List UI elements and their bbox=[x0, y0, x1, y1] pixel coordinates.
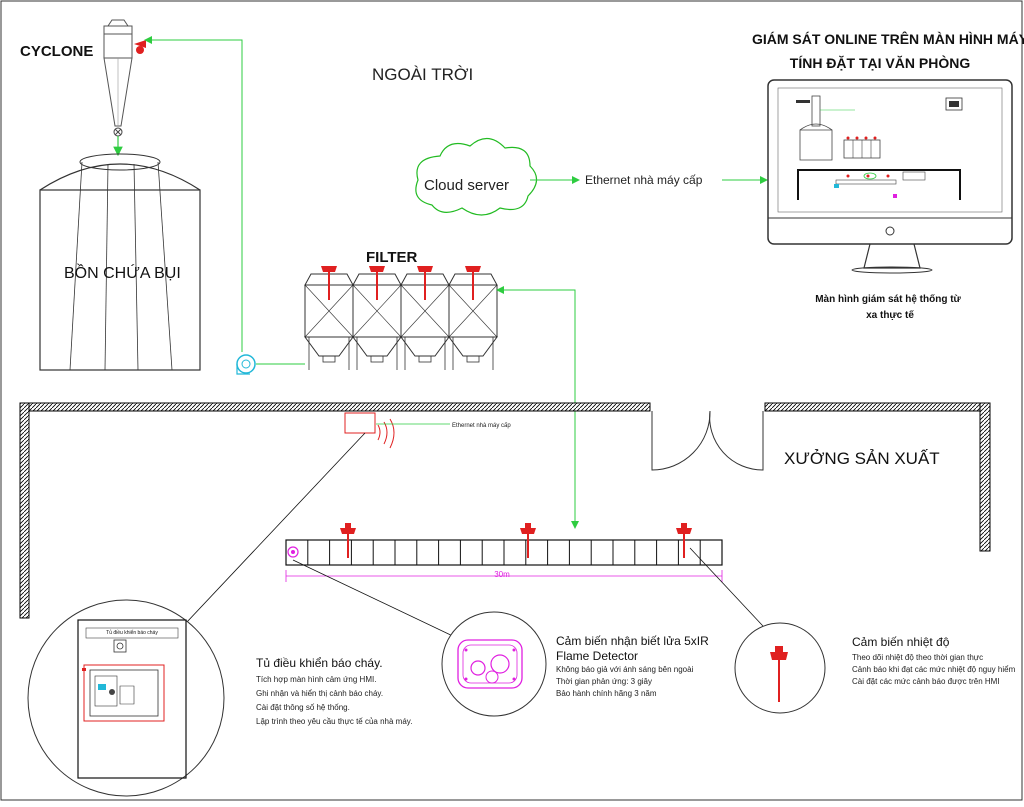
panel-line-4: Lập trình theo yêu cầu thực tế của nhà m… bbox=[256, 717, 412, 726]
conveyor bbox=[285, 523, 723, 566]
panel-title: Tủ điều khiển báo cháy. bbox=[256, 656, 383, 670]
panel-box-header: Tủ điều khiển báo cháy bbox=[106, 629, 158, 636]
temperature-sensor-icon bbox=[465, 266, 481, 300]
flame-title-line2: Flame Detector bbox=[556, 649, 638, 663]
flame-line-2: Thời gian phản ứng: 3 giây bbox=[556, 677, 652, 686]
temperature-sensor-icon bbox=[369, 266, 385, 300]
temperature-sensor-icon bbox=[321, 266, 337, 300]
factory-wall-right bbox=[764, 402, 991, 552]
factory-door bbox=[651, 410, 764, 471]
monitor-caption-line1: Màn hình giám sát hệ thống từ bbox=[815, 293, 961, 305]
temp-detail-circle bbox=[734, 622, 826, 714]
cyclone-label: CYCLONE bbox=[20, 43, 93, 60]
temperature-sensor-icon bbox=[417, 266, 433, 300]
panel-detail-circle bbox=[27, 599, 225, 797]
filter-cell bbox=[448, 266, 498, 370]
workshop-label: XƯỞNG SẢN XUẤT bbox=[784, 449, 940, 468]
monitor-caption-line2: xa thực tế bbox=[866, 309, 914, 321]
filter-cell bbox=[304, 266, 354, 370]
monitor-title-line2: TÍNH ĐẶT TẠI VĂN PHÒNG bbox=[790, 54, 971, 71]
leader-line-panel bbox=[169, 432, 366, 641]
panel-line-1: Tích hợp màn hình cảm ứng HMI. bbox=[256, 675, 376, 684]
monitor-screen-content bbox=[796, 95, 963, 200]
leader-line-temp bbox=[689, 547, 777, 641]
flame-detail-circle bbox=[441, 611, 547, 717]
duct-line-conveyor bbox=[496, 286, 579, 529]
panel-line-3: Cài đặt thông số hệ thống. bbox=[256, 703, 350, 712]
cyclone bbox=[103, 19, 133, 157]
duct-line-cyclone bbox=[144, 36, 243, 352]
flame-title-line1: Cảm biến nhận biết lửa 5xIR bbox=[556, 634, 709, 648]
blower-fan-icon bbox=[236, 354, 256, 375]
ethernet-label: Ethernet nhà máy cấp bbox=[585, 173, 703, 187]
flame-detector-icon bbox=[287, 546, 299, 558]
filter-cell bbox=[400, 266, 450, 370]
temp-title: Cảm biến nhiệt độ bbox=[852, 635, 950, 649]
filter-unit bbox=[304, 266, 498, 370]
ethernet-arrow-2 bbox=[722, 176, 768, 184]
filter-cell bbox=[352, 266, 402, 370]
tank-label: BỒN CHỨA BỤI bbox=[64, 263, 181, 282]
temp-line-2: Cảnh báo khi đạt các mức nhiệt độ nguy h… bbox=[852, 665, 1016, 674]
cyclone-fan-icon bbox=[134, 40, 146, 54]
panel-line-2: Ghi nhận và hiển thị cảnh báo cháy. bbox=[256, 689, 383, 698]
filter-label: FILTER bbox=[366, 249, 418, 266]
dust-tank bbox=[39, 153, 201, 371]
flame-line-3: Bảo hành chính hãng 3 năm bbox=[556, 689, 657, 698]
temperature-sensor-icon bbox=[340, 523, 356, 558]
conveyor-dimension bbox=[285, 570, 723, 582]
cloud-icon bbox=[415, 137, 538, 216]
office-monitor bbox=[767, 79, 1013, 274]
factory-wall-left bbox=[19, 402, 651, 619]
leader-line-flame bbox=[292, 559, 479, 649]
temperature-sensor-icon bbox=[520, 523, 536, 558]
temp-line-1: Theo dõi nhiệt độ theo thời gian thực bbox=[852, 653, 983, 662]
cloud-server-label: Cloud server bbox=[424, 177, 509, 194]
temperature-sensor-icon bbox=[676, 523, 692, 558]
ethernet-arrow-1 bbox=[530, 176, 580, 184]
conveyor-dimension-label: 30m bbox=[494, 570, 510, 579]
temp-line-3: Cài đặt các mức cảnh báo được trên HMI bbox=[852, 677, 1000, 686]
outdoor-label: NGOÀI TRỜI bbox=[372, 65, 473, 84]
monitor-title-line1: GIÁM SÁT ONLINE TRÊN MÀN HÌNH MÁY bbox=[752, 30, 1024, 47]
ethernet-small-label: Ethernet nhà máy cấp bbox=[452, 423, 511, 429]
wall-panel-unit bbox=[344, 412, 450, 449]
flame-line-1: Không báo giả với ánh sáng bên ngoài bbox=[556, 665, 694, 674]
